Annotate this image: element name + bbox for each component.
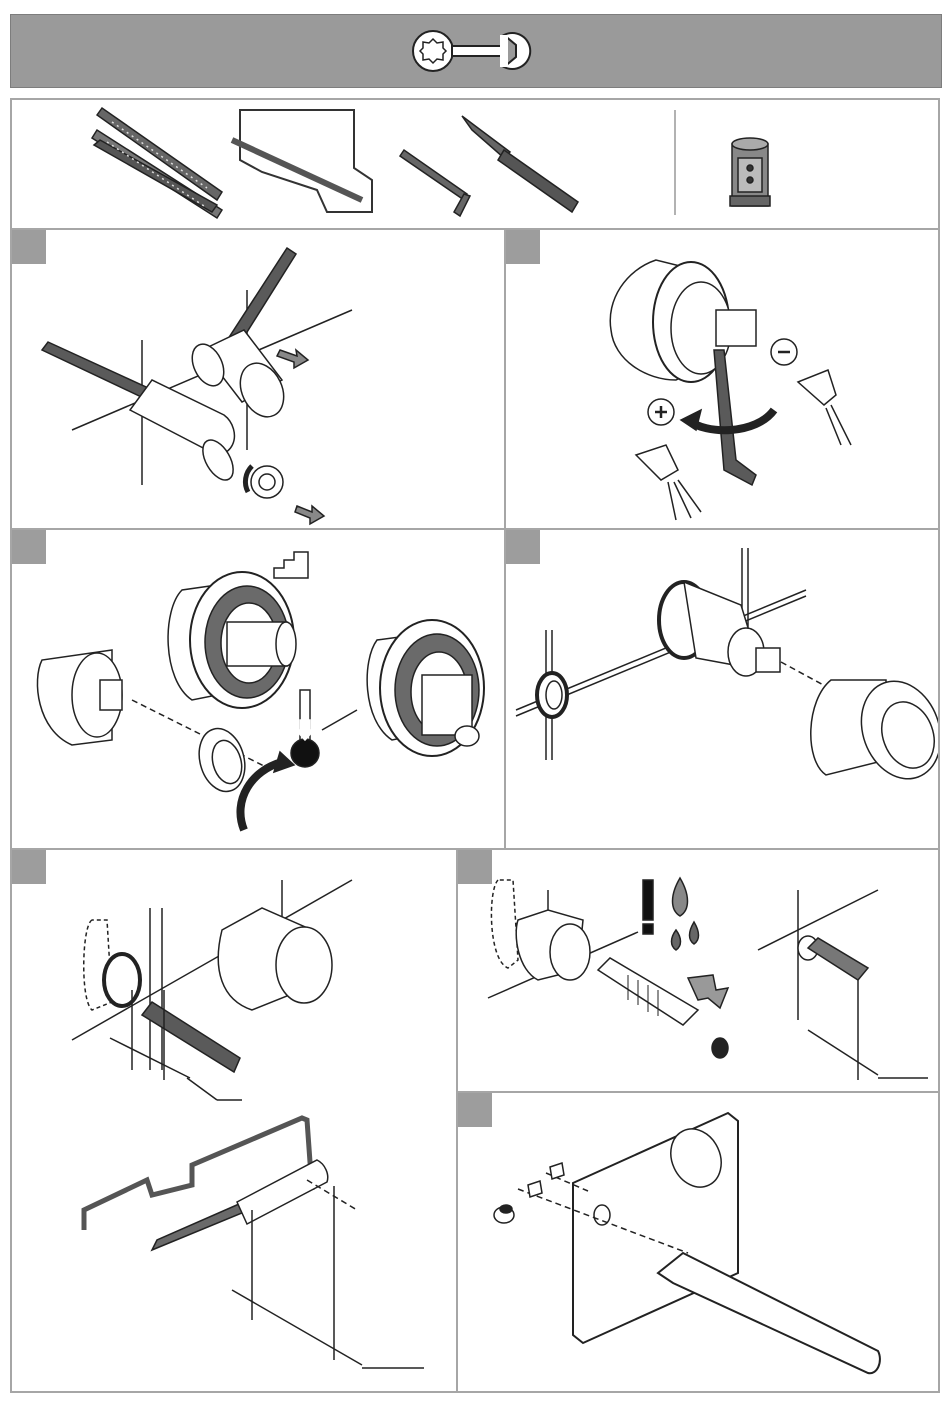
step-panel-4 <box>504 528 940 850</box>
measure-extension-illustration <box>12 850 458 1393</box>
fit-rosette-cover-illustration <box>506 530 940 850</box>
remove-cover-illustration <box>12 230 506 530</box>
hacksaw-icon <box>232 110 372 212</box>
tools-panel <box>10 98 940 230</box>
utility-knife-icon <box>462 116 578 212</box>
step-panel-7 <box>456 1091 940 1393</box>
temperature-limiter-illustration <box>12 530 506 850</box>
temperature-adjust-illustration <box>506 230 940 530</box>
socket-adapter-icon <box>730 138 770 206</box>
step-panel-1 <box>10 228 506 530</box>
header-band <box>10 14 942 88</box>
step-panel-5 <box>10 848 458 1393</box>
wrench-icon <box>11 15 941 87</box>
mount-spout-plate-illustration <box>458 1093 940 1393</box>
step-panel-6 <box>456 848 940 1093</box>
fit-extension-illustration <box>458 850 940 1093</box>
folding-rule-icon <box>92 108 222 218</box>
step-panel-2 <box>504 228 940 530</box>
hex-key-icon <box>400 150 470 216</box>
step-panel-3 <box>10 528 506 850</box>
